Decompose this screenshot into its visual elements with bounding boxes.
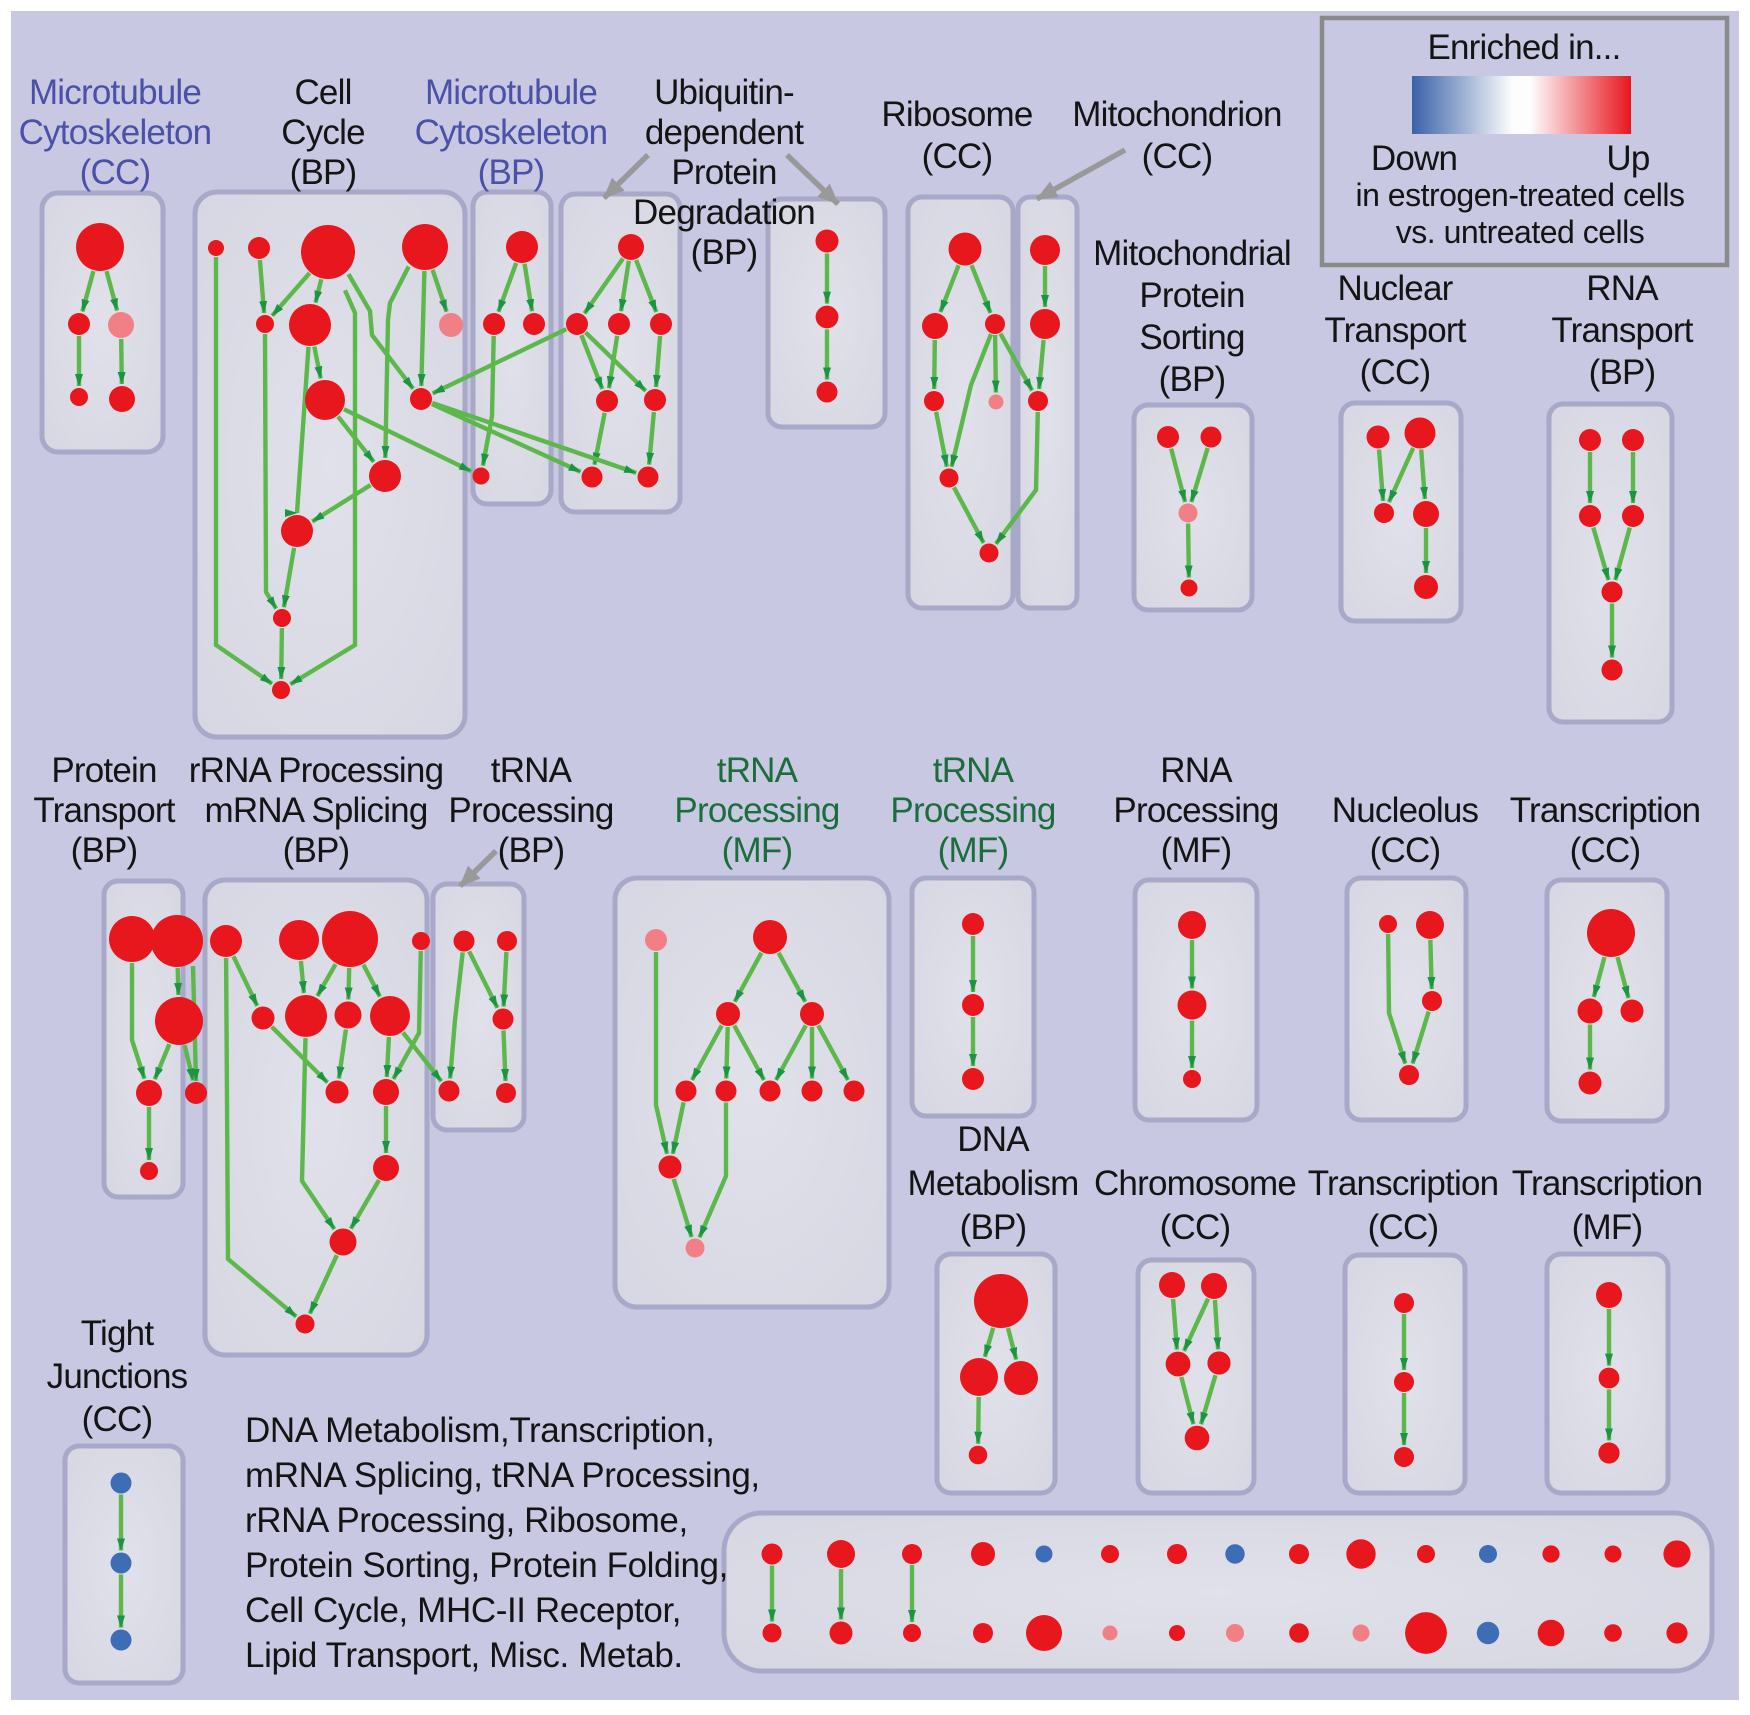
svg-text:in estrogen-treated cells: in estrogen-treated cells [1355, 177, 1684, 213]
svg-text:(BP): (BP) [290, 153, 357, 192]
svg-text:(MF): (MF) [722, 831, 793, 870]
svg-text:Ubiquitin-: Ubiquitin- [654, 73, 794, 112]
svg-text:Processing: Processing [448, 791, 613, 830]
svg-text:Protein Sorting, Protein Foldi: Protein Sorting, Protein Folding, [245, 1546, 728, 1585]
svg-text:Sorting: Sorting [1139, 318, 1244, 357]
svg-text:Microtubule: Microtubule [29, 73, 201, 112]
svg-text:Down: Down [1371, 139, 1457, 178]
svg-text:RNA: RNA [1160, 751, 1233, 790]
svg-text:(BP): (BP) [478, 153, 545, 192]
svg-text:rRNA Processing, Ribosome,: rRNA Processing, Ribosome, [245, 1501, 688, 1540]
svg-text:Chromosome: Chromosome [1094, 1164, 1296, 1203]
svg-text:(BP): (BP) [691, 233, 758, 272]
svg-text:Metabolism: Metabolism [908, 1164, 1079, 1203]
svg-text:(CC): (CC) [1142, 137, 1213, 176]
svg-text:(BP): (BP) [1589, 353, 1656, 392]
svg-text:Transcription: Transcription [1308, 1164, 1499, 1203]
svg-text:(BP): (BP) [960, 1208, 1027, 1247]
svg-text:(CC): (CC) [922, 137, 993, 176]
svg-text:(CC): (CC) [1360, 353, 1431, 392]
svg-text:(CC): (CC) [1160, 1208, 1231, 1247]
svg-text:Microtubule: Microtubule [425, 73, 597, 112]
svg-text:(CC): (CC) [1370, 831, 1441, 870]
svg-text:DNA: DNA [957, 1120, 1030, 1159]
svg-text:Processing: Processing [1113, 791, 1278, 830]
svg-text:dependent: dependent [645, 113, 804, 152]
svg-text:Nucleolus: Nucleolus [1332, 791, 1479, 830]
svg-text:Processing: Processing [890, 791, 1055, 830]
svg-text:(BP): (BP) [1159, 360, 1226, 399]
svg-text:(BP): (BP) [283, 831, 350, 870]
svg-text:(CC): (CC) [82, 1400, 153, 1439]
svg-text:(MF): (MF) [1161, 831, 1232, 870]
svg-text:Cell Cycle, MHC-II Receptor,: Cell Cycle, MHC-II Receptor, [245, 1591, 681, 1630]
svg-text:(CC): (CC) [1570, 831, 1641, 870]
svg-text:Transport: Transport [1324, 311, 1466, 350]
svg-text:Up: Up [1606, 139, 1649, 178]
svg-text:mRNA Splicing: mRNA Splicing [204, 791, 427, 830]
svg-text:(BP): (BP) [71, 831, 138, 870]
svg-text:mRNA Splicing, tRNA Processing: mRNA Splicing, tRNA Processing, [245, 1456, 760, 1495]
svg-text:tRNA: tRNA [933, 751, 1015, 790]
svg-text:tRNA: tRNA [491, 751, 573, 790]
svg-text:vs. untreated cells: vs. untreated cells [1396, 214, 1644, 250]
svg-text:Transport: Transport [1551, 311, 1693, 350]
svg-text:Cytoskeleton: Cytoskeleton [415, 113, 608, 152]
svg-text:Enriched in...: Enriched in... [1427, 28, 1620, 67]
svg-text:(CC): (CC) [1368, 1208, 1439, 1247]
svg-text:(CC): (CC) [80, 153, 151, 192]
svg-text:Protein: Protein [51, 751, 156, 790]
svg-text:RNA: RNA [1586, 269, 1659, 308]
svg-text:DNA Metabolism,Transcription,: DNA Metabolism,Transcription, [245, 1411, 714, 1450]
svg-text:Cytoskeleton: Cytoskeleton [19, 113, 212, 152]
svg-text:tRNA: tRNA [717, 751, 799, 790]
svg-text:Tight: Tight [81, 1314, 155, 1353]
svg-text:Lipid Transport, Misc. Metab.: Lipid Transport, Misc. Metab. [245, 1636, 683, 1675]
svg-text:(MF): (MF) [938, 831, 1009, 870]
svg-text:Nuclear: Nuclear [1337, 269, 1453, 308]
svg-text:Processing: Processing [674, 791, 839, 830]
svg-text:(MF): (MF) [1572, 1208, 1643, 1247]
svg-text:Protein: Protein [671, 153, 776, 192]
svg-text:Junctions: Junctions [47, 1357, 188, 1396]
svg-text:Mitochondrion: Mitochondrion [1072, 95, 1281, 134]
svg-text:(BP): (BP) [498, 831, 565, 870]
svg-text:Protein: Protein [1139, 276, 1244, 315]
svg-text:Ribosome: Ribosome [881, 95, 1032, 134]
svg-text:Cell: Cell [294, 73, 351, 112]
svg-text:rRNA Processing: rRNA Processing [189, 751, 443, 790]
svg-text:Transcription: Transcription [1510, 791, 1701, 830]
svg-text:Transport: Transport [33, 791, 175, 830]
svg-text:Degradation: Degradation [633, 193, 815, 232]
svg-text:Cycle: Cycle [281, 113, 365, 152]
svg-text:Mitochondrial: Mitochondrial [1093, 234, 1291, 273]
svg-text:Transcription: Transcription [1512, 1164, 1703, 1203]
